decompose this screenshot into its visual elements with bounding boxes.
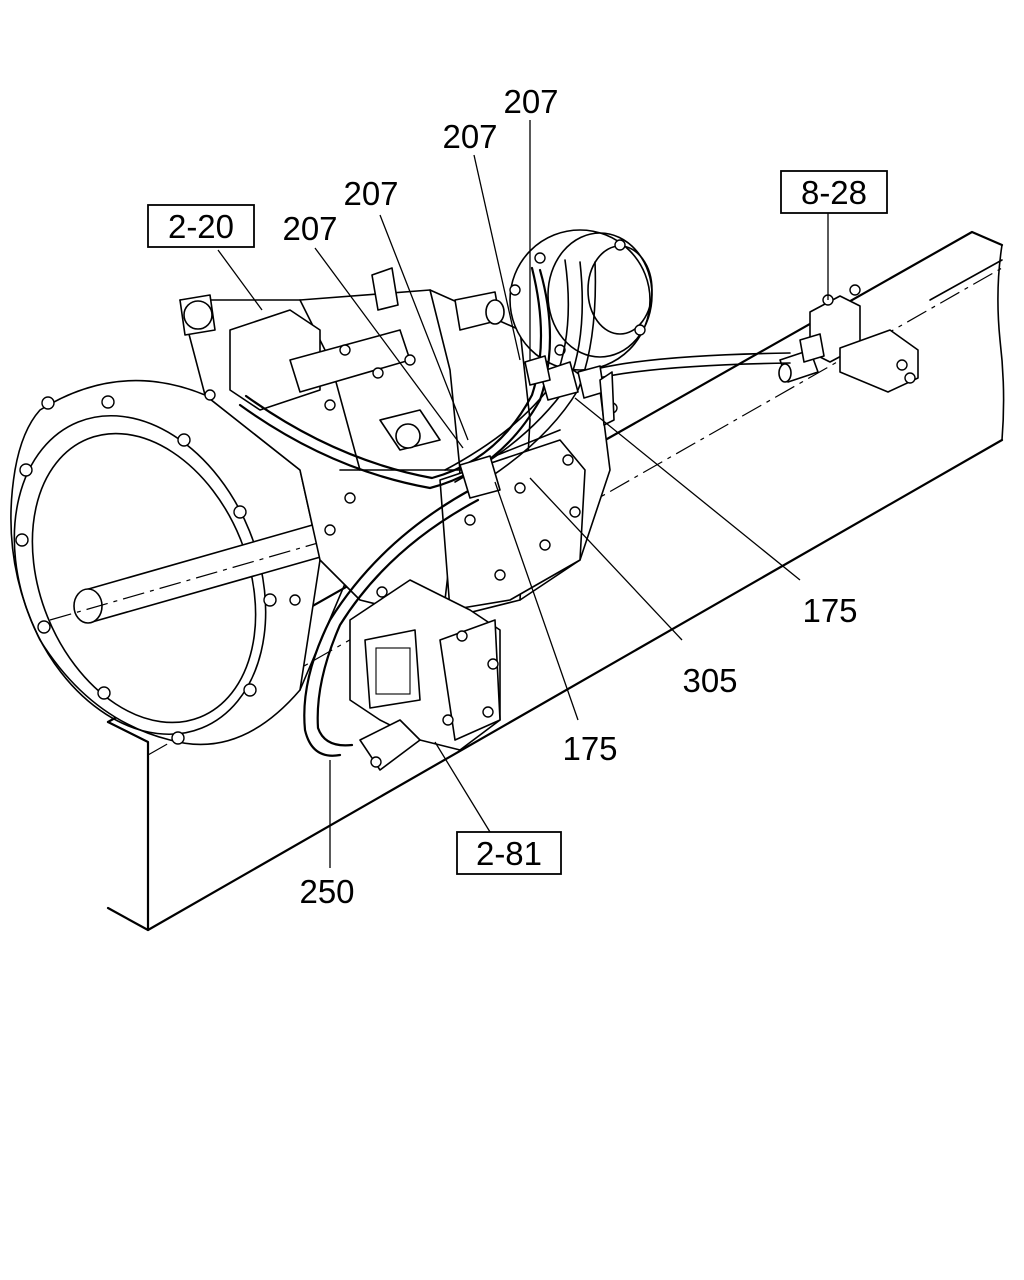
ref-box-2-81: 2-81: [456, 831, 562, 875]
valve-bracket: [778, 284, 919, 393]
ref-label-8-28: 8-28: [801, 174, 867, 211]
part-label-207: 207: [343, 175, 398, 212]
part-label-207: 207: [282, 210, 337, 247]
part-label-175: 175: [562, 730, 617, 767]
ref-label-2-81: 2-81: [476, 835, 542, 872]
part-label-207: 207: [442, 118, 497, 155]
transmission-case: [179, 229, 653, 621]
part-label-175: 175: [802, 592, 857, 629]
part-label-207: 207: [503, 83, 558, 120]
leader-lines: [217, 120, 829, 868]
part-label-250: 250: [299, 873, 354, 910]
hose-lines: [238, 259, 791, 757]
ref-box-2-20: 2-20: [147, 204, 255, 248]
ref-box-8-28: 8-28: [780, 170, 888, 214]
part-label-305: 305: [682, 662, 737, 699]
pump-unit: [349, 579, 501, 771]
ref-label-2-20: 2-20: [168, 208, 234, 245]
